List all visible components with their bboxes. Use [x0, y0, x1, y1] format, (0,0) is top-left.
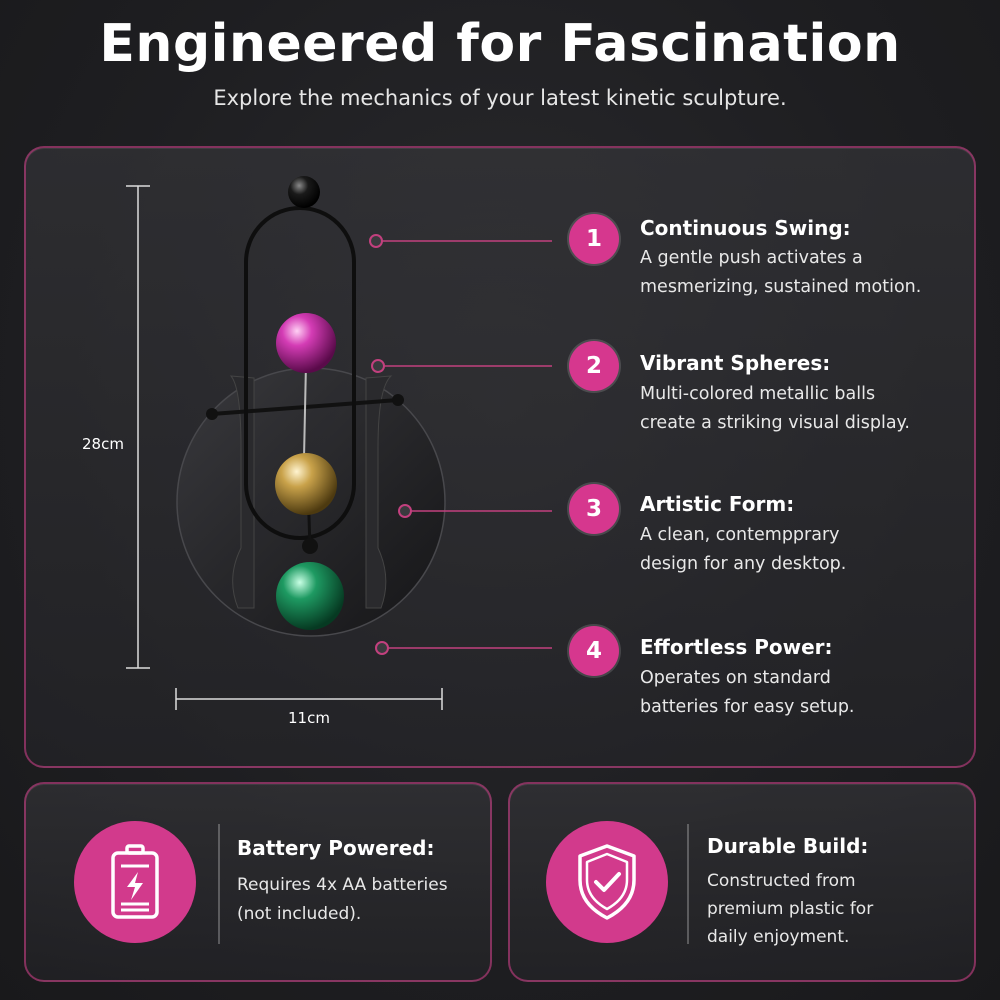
feature-1-desc-line2: mesmerizing, sustained motion. — [640, 277, 922, 297]
battery-card-desc-line2: (not included). — [237, 904, 362, 924]
feature-3-badge: 3 — [569, 484, 619, 534]
feature-3-desc-line1: A clean, contempprary — [640, 525, 840, 545]
feature-2-desc-line2: create a striking visual display. — [640, 413, 910, 433]
durable-card-desc-line3: daily enjoyment. — [707, 927, 850, 947]
feature-3-desc-line2: design for any desktop. — [640, 554, 847, 574]
durable-card: Durable Build: Constructed from premium … — [508, 782, 976, 982]
durable-card-divider — [687, 824, 689, 944]
feature-2-desc-line1: Multi-colored metallic balls — [640, 384, 876, 404]
feature-1-title: Continuous Swing: — [640, 216, 851, 240]
kinetic-sculpture-illustration — [126, 176, 552, 710]
battery-card-desc-line1: Requires 4x AA batteries — [237, 875, 448, 895]
battery-card-title: Battery Powered: — [237, 836, 435, 860]
width-dimension-label: 11cm — [288, 709, 330, 727]
features-panel: 28cm 11cm 1 Continuous Swing: A gentle p… — [24, 146, 976, 768]
shield-check-icon — [578, 844, 636, 920]
page-subtitle: Explore the mechanics of your latest kin… — [213, 86, 787, 110]
battery-card: Battery Powered: Requires 4x AA batterie… — [24, 782, 492, 982]
battery-icon — [111, 844, 159, 919]
page-title: Engineered for Fascination — [99, 14, 901, 74]
height-dimension-label: 28cm — [82, 435, 124, 453]
feature-2-title: Vibrant Spheres: — [640, 351, 831, 375]
durable-card-desc-line2: premium plastic for — [707, 899, 874, 919]
durable-card-title: Durable Build: — [707, 834, 869, 858]
battery-card-divider — [218, 824, 220, 944]
feature-4-title: Effortless Power: — [640, 635, 833, 659]
feature-1-badge: 1 — [569, 214, 619, 264]
feature-2-badge: 2 — [569, 341, 619, 391]
feature-4-badge: 4 — [569, 626, 619, 676]
feature-3-title: Artistic Form: — [640, 492, 795, 516]
feature-1-desc-line1: A gentle push activates a — [640, 248, 863, 268]
shield-icon-circle — [546, 821, 668, 943]
feature-4-desc-line1: Operates on standard — [640, 668, 831, 688]
feature-4-desc-line2: batteries for easy setup. — [640, 697, 855, 717]
battery-icon-circle — [74, 821, 196, 943]
durable-card-desc-line1: Constructed from — [707, 871, 856, 891]
